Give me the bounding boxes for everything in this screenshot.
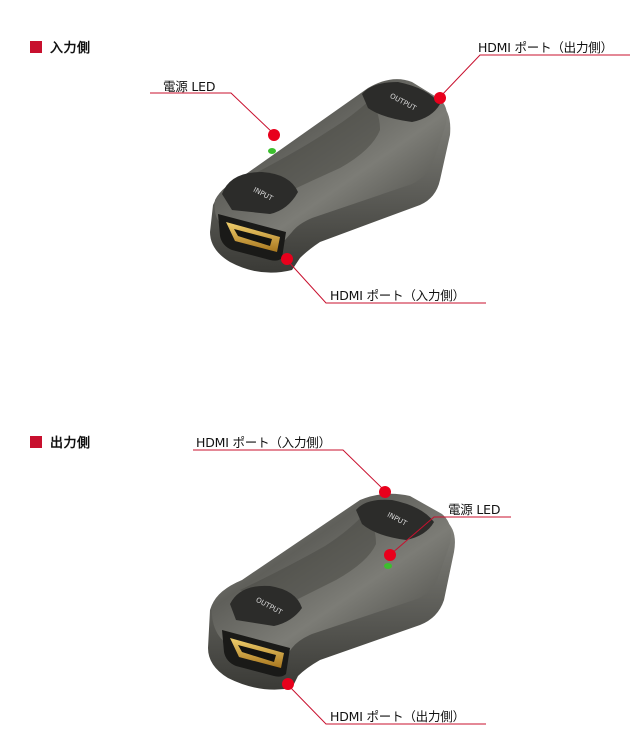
device-bottom-output-tab — [230, 585, 302, 626]
device-bottom-input-tab — [356, 499, 434, 540]
device-top-led — [268, 148, 276, 154]
section-title: 出力側 — [50, 436, 91, 451]
label-top-output-port: HDMI ポート（出力側） — [478, 40, 613, 55]
label-bottom-output-port: HDMI ポート（出力側） — [330, 709, 465, 724]
section-marker-square — [30, 40, 42, 53]
callouts-bottom — [193, 449, 511, 725]
device-bottom-hdmi-slot — [238, 645, 276, 662]
section-marker-square — [30, 435, 42, 448]
device-top-input-tab — [222, 172, 298, 214]
device-bottom-led — [384, 563, 392, 569]
callout-dot-bottom-output — [282, 678, 294, 690]
device-top-recess — [250, 100, 380, 196]
callout-dot-bottom-input — [379, 486, 391, 498]
section-header-output-side: 出力側 — [30, 432, 91, 451]
callouts-top — [150, 54, 630, 304]
label-top-input-port: HDMI ポート（入力側） — [330, 288, 465, 303]
callout-dot-top-input — [281, 253, 293, 265]
callout-line-bottom-output — [287, 684, 486, 725]
section-title: 入力側 — [50, 41, 91, 56]
callout-dot-top-led — [268, 129, 280, 141]
device-top-hdmi-slot — [234, 229, 272, 246]
callout-line-top-input — [286, 259, 486, 304]
device-top-output-tab — [362, 82, 440, 122]
section-header-input-side: 入力側 — [30, 37, 91, 56]
label-bottom-input-port: HDMI ポート（入力側） — [196, 435, 331, 450]
callout-line-top-output — [439, 54, 630, 98]
callout-line-top-led — [150, 92, 275, 135]
label-top-led: 電源 LED — [163, 79, 216, 94]
callout-dot-bottom-led — [384, 549, 396, 561]
callout-dot-top-output — [434, 92, 446, 104]
label-bottom-led: 電源 LED — [448, 502, 501, 517]
device-bottom: OUTPUT INPUT — [208, 493, 455, 690]
callout-line-bottom-led — [390, 516, 511, 555]
device-bottom-recess — [240, 512, 376, 608]
device-top: INPUT OUTPUT — [210, 79, 451, 273]
callout-line-bottom-input — [193, 449, 386, 492]
